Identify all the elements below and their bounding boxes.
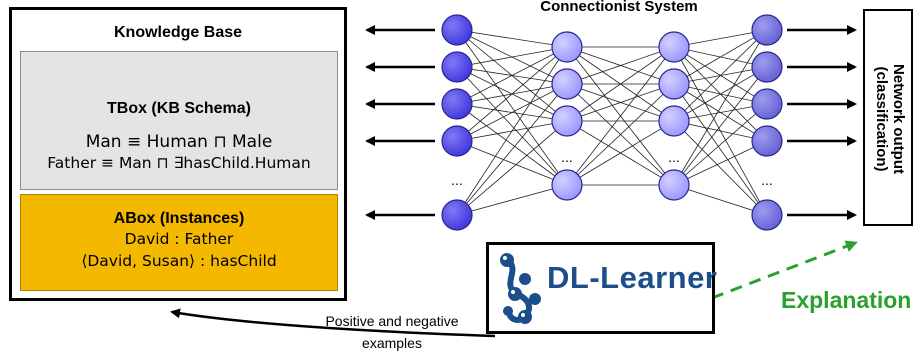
tbox-title: TBox (KB Schema) — [106, 100, 252, 117]
network-connection — [566, 83, 675, 122]
tbox-panel: TBox (KB Schema) Man ≡ Human ⊓ Male Fath… — [20, 51, 338, 190]
neuron-hidden1 — [551, 169, 583, 201]
network-connection — [673, 184, 768, 216]
neuron-output — [751, 125, 783, 157]
examples-label-line1: Positive and negative — [325, 313, 459, 329]
network-connection — [673, 29, 768, 85]
network-connection — [456, 46, 568, 216]
neuron-input — [441, 14, 473, 46]
network-connection — [673, 66, 768, 186]
neuron-hidden2 — [658, 68, 690, 100]
network-output-label: Network output (classification) — [873, 14, 907, 224]
network-output-line1: Network output — [890, 64, 907, 174]
network-ellipsis: ... — [451, 172, 463, 188]
network-output-line2: (classification) — [873, 66, 890, 172]
network-connection — [673, 29, 768, 122]
network-connection — [456, 103, 568, 186]
neuron-input — [441, 88, 473, 120]
network-output-box: Network output (classification) — [863, 9, 913, 226]
network-connection — [673, 103, 768, 122]
abox-assertion-haschild: ⟨David, Susan⟩ : hasChild — [81, 252, 277, 270]
neuron-input — [441, 125, 473, 157]
network-connection — [456, 140, 568, 186]
abox-assertion-father: David : Father — [124, 230, 234, 248]
network-connection — [566, 46, 675, 85]
network-connection — [566, 46, 675, 122]
network-connection — [673, 66, 768, 122]
abox-title: ABox (Instances) — [113, 210, 245, 227]
neuron-output — [751, 88, 783, 120]
network-connection — [456, 46, 568, 142]
dl-learner-box: DL-Learner — [486, 242, 718, 334]
abox-panel: ABox (Instances) David : Father ⟨David, … — [20, 194, 338, 291]
explanation-label: Explanation — [781, 287, 912, 313]
explanation-arrow — [711, 240, 858, 300]
network-connection — [673, 29, 768, 48]
network-connection — [456, 46, 568, 68]
neuron-output — [751, 51, 783, 83]
network-connection — [566, 120, 675, 186]
neuron-hidden1 — [551, 68, 583, 100]
network-connection — [566, 83, 675, 186]
neuron-input — [441, 51, 473, 83]
knowledge-base-panel: Knowledge Base TBox (KB Schema) Man ≡ Hu… — [9, 7, 347, 301]
network-connection — [456, 29, 568, 186]
network-connections — [456, 29, 768, 216]
network-connection — [566, 46, 675, 186]
network-connection — [673, 120, 768, 142]
neuron-output — [751, 199, 783, 231]
network-io-arrows — [365, 25, 857, 220]
network-connection — [456, 83, 568, 216]
examples-arrow — [170, 308, 496, 338]
neuron-hidden2 — [658, 105, 690, 137]
neuron-hidden2 — [658, 31, 690, 63]
network-connection — [673, 103, 768, 186]
examples-label: Positive and negative examples — [292, 310, 492, 354]
network-nodes — [441, 14, 783, 231]
network-connection — [456, 184, 568, 216]
neuron-input — [441, 199, 473, 231]
neuron-hidden1 — [551, 31, 583, 63]
network-connection — [456, 120, 568, 216]
neuron-output — [751, 14, 783, 46]
tbox-axiom-man: Man ≡ Human ⊓ Male — [85, 132, 273, 152]
network-ellipsis: ... — [668, 149, 680, 165]
examples-label-line2: examples — [362, 335, 422, 351]
network-connection — [456, 46, 568, 105]
network-connection — [456, 83, 568, 142]
network-connection — [456, 29, 568, 48]
dl-learner-logo-icon — [500, 253, 541, 324]
network-connection — [673, 29, 768, 186]
network-ellipsis: ... — [561, 149, 573, 165]
tbox-axiom-father: Father ≡ Man ⊓ ∃hasChild.Human — [47, 154, 311, 172]
connectionist-system-title: Connectionist System — [540, 0, 698, 15]
network-ellipsis: ... — [761, 172, 773, 188]
network-connection — [673, 120, 768, 216]
neuron-hidden1 — [551, 105, 583, 137]
neuron-hidden2 — [658, 169, 690, 201]
dl-learner-name: DL-Learner — [547, 260, 718, 295]
knowledge-base-title: Knowledge Base — [113, 24, 243, 41]
network-connection — [456, 66, 568, 186]
network-ellipses: ............ — [451, 149, 773, 188]
network-connection — [673, 140, 768, 186]
